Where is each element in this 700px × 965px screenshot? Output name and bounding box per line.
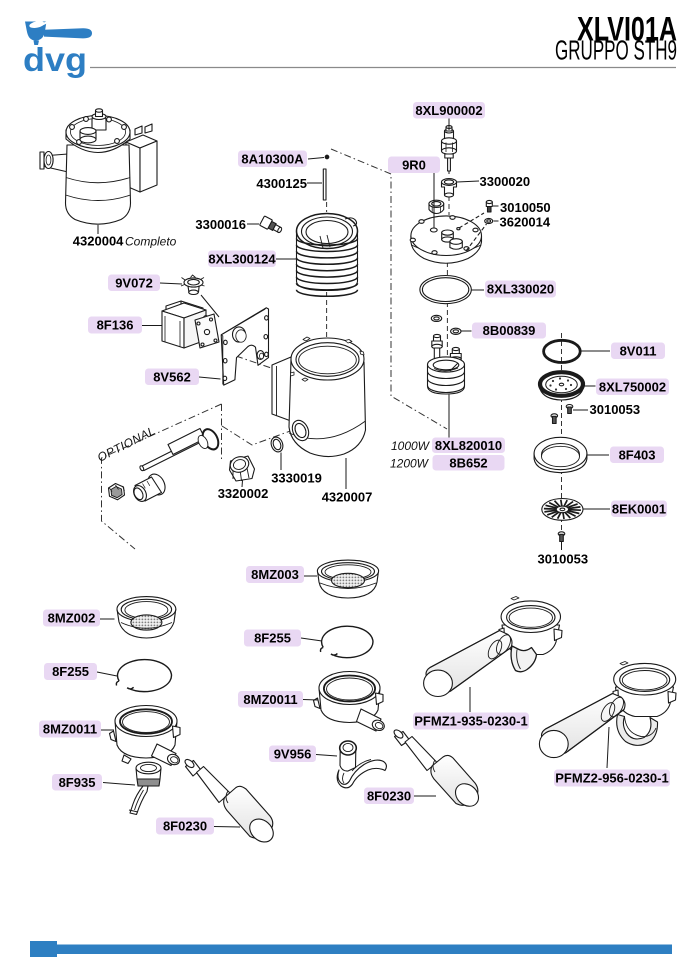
svg-text:8MZ003: 8MZ003 [251, 567, 299, 582]
svg-text:4320007: 4320007 [322, 490, 373, 505]
svg-text:8F403: 8F403 [619, 447, 656, 462]
svg-text:8F935: 8F935 [59, 775, 96, 790]
svg-text:1200W: 1200W [390, 457, 430, 471]
svg-text:8F255: 8F255 [52, 664, 89, 679]
svg-text:8F255: 8F255 [254, 631, 291, 646]
svg-text:9V072: 9V072 [115, 275, 153, 290]
svg-text:9R0: 9R0 [402, 157, 426, 172]
svg-text:3320002: 3320002 [218, 486, 269, 501]
svg-text:3330019: 3330019 [271, 471, 322, 486]
svg-text:8F0230: 8F0230 [163, 819, 207, 834]
svg-text:8A10300A: 8A10300A [241, 151, 304, 166]
svg-text:8F136: 8F136 [97, 318, 134, 333]
svg-text:3300016: 3300016 [195, 217, 246, 232]
svg-text:PFMZ1-935-0230-1: PFMZ1-935-0230-1 [414, 714, 527, 729]
svg-text:3010053: 3010053 [590, 402, 641, 417]
svg-text:GRUPPO STH9: GRUPPO STH9 [555, 35, 677, 66]
svg-text:8V562: 8V562 [153, 369, 191, 384]
svg-text:9V956: 9V956 [274, 746, 312, 761]
svg-text:8XL900002: 8XL900002 [415, 103, 482, 118]
svg-text:8MZ0011: 8MZ0011 [243, 692, 297, 707]
svg-text:PFMZ2-956-0230-1: PFMZ2-956-0230-1 [555, 771, 668, 786]
svg-text:8B00839: 8B00839 [483, 323, 536, 338]
svg-text:3300020: 3300020 [480, 174, 531, 189]
svg-text:3010053: 3010053 [537, 552, 588, 567]
svg-text:3620014: 3620014 [500, 215, 551, 230]
svg-text:dvg: dvg [23, 41, 87, 78]
svg-text:8XL330020: 8XL330020 [487, 282, 554, 297]
svg-text:8B652: 8B652 [449, 455, 487, 470]
svg-text:XLVI01A: XLVI01A [577, 11, 677, 49]
svg-text:Completo: Completo [125, 235, 177, 249]
svg-text:3010050: 3010050 [500, 200, 551, 215]
svg-text:8XL750002: 8XL750002 [599, 379, 666, 394]
svg-text:8EK0001: 8EK0001 [612, 501, 666, 516]
svg-text:4300125: 4300125 [256, 176, 307, 191]
svg-text:8F0230: 8F0230 [367, 788, 411, 803]
svg-text:8MZ002: 8MZ002 [48, 611, 96, 626]
svg-text:4320004: 4320004 [73, 234, 124, 249]
svg-text:8MZ0011: 8MZ0011 [43, 722, 97, 737]
svg-text:1000W: 1000W [391, 439, 431, 453]
svg-text:8V011: 8V011 [620, 343, 657, 358]
svg-text:8XL300124: 8XL300124 [208, 251, 276, 266]
svg-text:8XL820010: 8XL820010 [435, 438, 502, 453]
